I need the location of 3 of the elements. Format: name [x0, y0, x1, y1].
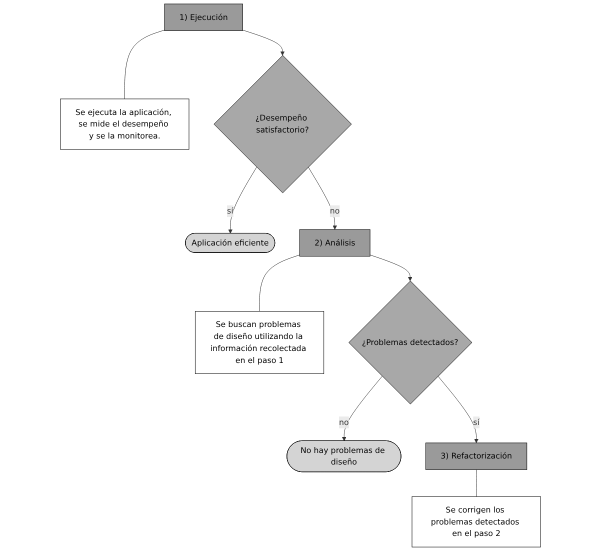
connector [124, 30, 165, 100]
connector [259, 254, 300, 312]
connector [476, 469, 477, 497]
